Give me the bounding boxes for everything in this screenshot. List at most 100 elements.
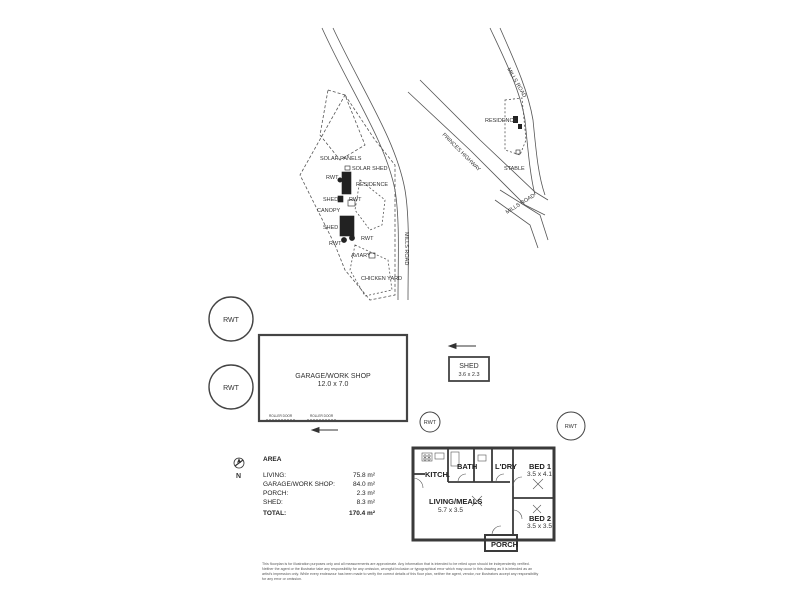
door-swing-entry xyxy=(412,477,424,489)
rwt-left-top: RWT xyxy=(208,296,254,342)
fan-bed1 xyxy=(532,478,544,490)
property-boundary xyxy=(299,94,396,301)
residence-mark-2 xyxy=(518,124,522,129)
bath-label: BATH xyxy=(457,462,477,471)
area-title: AREA xyxy=(263,456,282,463)
door-swing-bath xyxy=(457,473,467,483)
rwt-tank-3 xyxy=(349,235,355,241)
mills-road-edge-right xyxy=(332,27,409,301)
canopy-block xyxy=(347,199,356,207)
door-swing-bed2 xyxy=(512,509,523,520)
shed-block-2 xyxy=(339,215,355,237)
location-labels: MILLS ROAD RESIDENCE PRINCES HIGHWAY STA… xyxy=(441,67,537,216)
mills-road-top-edge-b xyxy=(499,27,546,196)
area-row-value: 75.8 m² xyxy=(352,472,375,479)
north-block xyxy=(319,89,366,161)
area-row: LIVING: 75.8 m² xyxy=(263,471,375,480)
garage-door-left-label: ROLLER DOOR xyxy=(269,414,293,418)
princes-highway-edge-a xyxy=(407,91,546,216)
mills-road-top-label: MILLS ROAD xyxy=(505,67,527,99)
mills-road-bottom-edge-b xyxy=(494,199,539,249)
solar-shed-label: SOLAR SHED xyxy=(352,166,387,172)
aviary-block xyxy=(368,252,376,259)
door-swing-bed1 xyxy=(512,476,523,487)
living-label: LIVING/MEALS xyxy=(429,497,482,506)
area-total-label: TOTAL: xyxy=(263,510,287,517)
rwt-house-right-label: RWT xyxy=(565,424,578,430)
solar-shed-block xyxy=(344,165,351,171)
area-table: AREA LIVING: 75.8 m² GARAGE/WORK SHOP: 8… xyxy=(263,456,375,518)
porch-label: PORCH xyxy=(491,540,518,549)
area-row-value: 84.0 m² xyxy=(352,481,375,488)
door-swing-porch xyxy=(491,525,502,536)
mills-road-edge-left xyxy=(321,27,399,301)
fan-bed2 xyxy=(532,504,542,514)
area-row: GARAGE/WORK SHOP: 84.0 m² xyxy=(263,480,375,489)
house-internal-walls xyxy=(413,448,554,535)
site-labels: SOLAR PANELS SOLAR SHED RWT RESIDENCE SH… xyxy=(317,156,409,282)
area-row-label: SHED: xyxy=(263,499,283,506)
house-walls xyxy=(411,446,556,552)
rwt-left-bottom-label: RWT xyxy=(223,385,240,392)
site-buildings xyxy=(337,165,376,259)
garage-door-right-label: ROLLER DOOR xyxy=(310,414,334,418)
sink xyxy=(434,452,445,460)
chicken-yard-fence xyxy=(349,244,393,297)
shed-arrow xyxy=(447,342,476,350)
area-row-value: 2.3 m² xyxy=(356,490,375,497)
residence-block xyxy=(341,171,352,195)
aviary-label: AVIARY xyxy=(351,253,371,259)
shed-building: SHED 3.6 x 2.3 xyxy=(448,356,490,382)
area-row-value: 8.3 m² xyxy=(356,499,375,506)
rwt-house-left: RWT xyxy=(419,411,441,433)
garage-name: GARAGE/WORK SHOP xyxy=(295,373,371,380)
mills-road-label: MILLS ROAD xyxy=(403,232,409,265)
area-row: PORCH: 2.3 m² xyxy=(263,489,375,498)
rwt-label-1: RWT xyxy=(326,175,339,181)
rwt-left-bottom: RWT xyxy=(208,364,254,410)
stove xyxy=(421,452,433,462)
rwt-label-2: RWT xyxy=(349,197,362,203)
stable-label: STABLE xyxy=(504,166,525,172)
laundry-trough xyxy=(477,454,487,462)
residence-label: RESIDENCE xyxy=(356,182,388,188)
rwt-left-top-label: RWT xyxy=(223,317,240,324)
shed-dims: 3.6 x 2.3 xyxy=(458,372,479,378)
area-row-label: PORCH: xyxy=(263,490,289,497)
stable-mark xyxy=(515,149,521,155)
kitch-label: KITCH. xyxy=(425,470,450,479)
area-total-value: 170.4 m² xyxy=(348,510,375,517)
shed-label-2: SHED xyxy=(323,225,338,231)
bed2-label: BED 2 xyxy=(529,514,551,523)
house-fixtures xyxy=(412,451,544,536)
princes-highway-label: PRINCES HIGHWAY xyxy=(441,132,482,173)
parcel-boundary xyxy=(504,97,527,156)
ldry-label: L'DRY xyxy=(495,462,517,471)
chicken-yard-label: CHICKEN YARD xyxy=(361,276,402,282)
area-row-label: GARAGE/WORK SHOP: xyxy=(263,481,335,488)
door-swing-ldry xyxy=(495,473,505,483)
location-buildings xyxy=(513,116,522,155)
shed-label-1: SHED xyxy=(323,197,338,203)
princes-highway-edge-b xyxy=(419,79,549,201)
bath-tub xyxy=(450,451,460,467)
rwt-tank-1 xyxy=(337,177,343,183)
compass-n-label: N xyxy=(236,473,241,480)
garage-dims: 12.0 x 7.0 xyxy=(318,381,349,388)
bed1-label: BED 1 xyxy=(529,462,551,471)
rwt-house-left-label: RWT xyxy=(424,420,437,426)
garage-workshop: GARAGE/WORK SHOP 12.0 x 7.0 ROLLER DOOR … xyxy=(257,333,409,423)
location-map xyxy=(407,27,549,249)
north-arrow-icon: N xyxy=(233,457,245,480)
inner-fence xyxy=(354,179,386,231)
rwt-tank-2 xyxy=(341,237,347,243)
location-residence-label: RESIDENCE xyxy=(485,118,517,124)
mills-road-top-edge-a xyxy=(489,27,536,196)
area-row: SHED: 8.3 m² xyxy=(263,498,375,507)
rwt-house-right: RWT xyxy=(556,411,586,441)
garage-arrow xyxy=(310,426,338,434)
rwt-label-3: RWT xyxy=(361,236,374,242)
living-dims: 5.7 x 3.5 xyxy=(438,507,463,514)
room-labels: KITCH. BATH L'DRY BED 1 3.5 x 4.1 LIVING… xyxy=(425,462,552,549)
